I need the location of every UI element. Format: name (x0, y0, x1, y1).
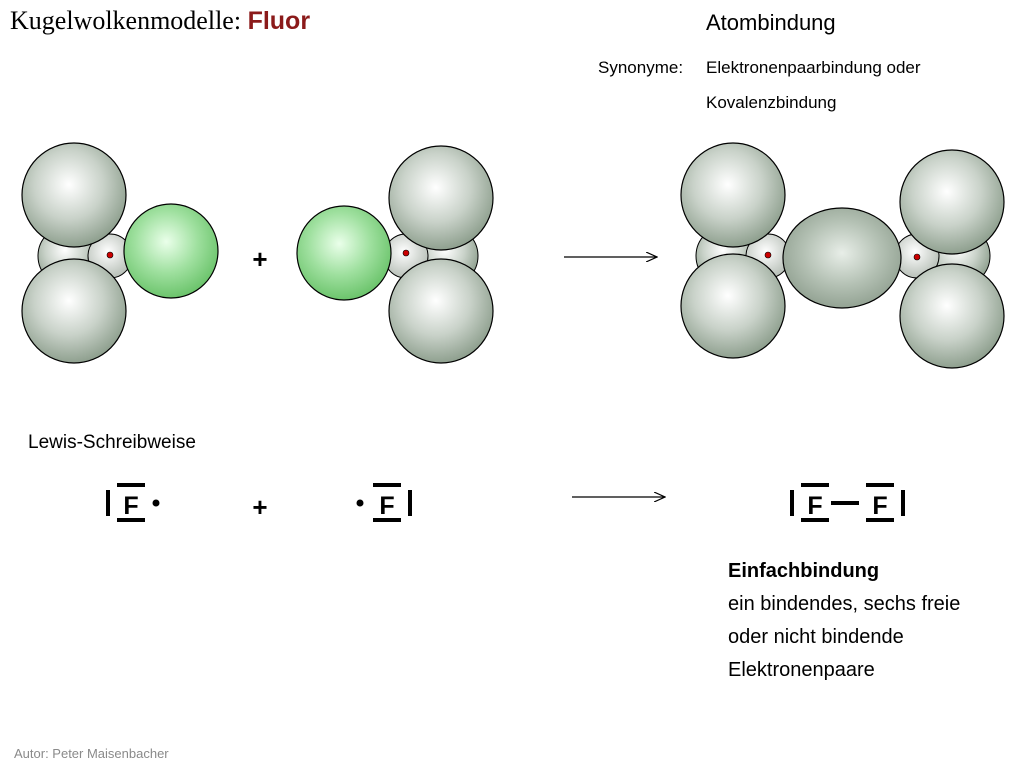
plus-sign-lewis: + (252, 492, 267, 522)
element-symbol: F (379, 492, 394, 520)
lone-pair-cloud-bottom-right (899, 263, 1005, 369)
lone-pair-cloud-bottom (21, 258, 127, 364)
lone-pair-cloud-bottom (388, 258, 494, 364)
atom-nucleus-right (913, 253, 921, 261)
element-symbol-left: F (807, 492, 822, 520)
lone-pair-cloud-top (21, 142, 127, 248)
lewis-fluorine-atom-left: F (106, 483, 160, 522)
lewis-fluorine-molecule: F F (790, 483, 905, 522)
synonyms-line-1: Elektronenpaarbindung oder (706, 58, 921, 77)
lewis-fluorine-atom-right: F (356, 483, 412, 522)
author-credit: Autor: Peter Maisenbacher (14, 746, 169, 761)
element-symbol-right: F (872, 492, 887, 520)
atom-nucleus (402, 249, 410, 257)
title-element: Fluor (247, 7, 311, 35)
plus-sign-ball-model: + (252, 244, 267, 274)
description-line-1: ein bindendes, sechs freie (728, 593, 961, 615)
unpaired-electron-dot (152, 499, 160, 507)
lone-pair-cloud-bottom-left (680, 253, 786, 359)
synonyms-line-2: Kovalenzbindung (706, 93, 837, 112)
fluorine-atom-right (296, 145, 494, 364)
description-heading: Einfachbindung (728, 560, 880, 582)
single-electron-cloud (123, 203, 219, 299)
fluorine-molecule (680, 142, 1005, 369)
title-prefix: Kugelwolkenmodelle: (10, 6, 242, 35)
atom-nucleus-left (764, 251, 772, 259)
unpaired-electron-dot (356, 499, 364, 507)
atom-nucleus (106, 251, 114, 259)
bond-type-heading: Atombindung (706, 10, 836, 35)
description-line-2: oder nicht bindende (728, 626, 904, 648)
lewis-label: Lewis-Schreibweise (28, 432, 196, 453)
page-title: Kugelwolkenmodelle: Fluor (10, 6, 310, 36)
element-symbol: F (123, 492, 138, 520)
lone-pair-cloud-top (388, 145, 494, 251)
single-electron-cloud (296, 205, 392, 301)
fluorine-atom-left (21, 142, 219, 364)
synonyms-label: Synonyme: (598, 58, 684, 77)
lone-pair-cloud-top-left (680, 142, 786, 248)
lone-pair-cloud-top-right (899, 149, 1005, 255)
description-line-3: Elektronenpaare (728, 659, 875, 681)
bonding-electron-pair-cloud (782, 207, 902, 309)
